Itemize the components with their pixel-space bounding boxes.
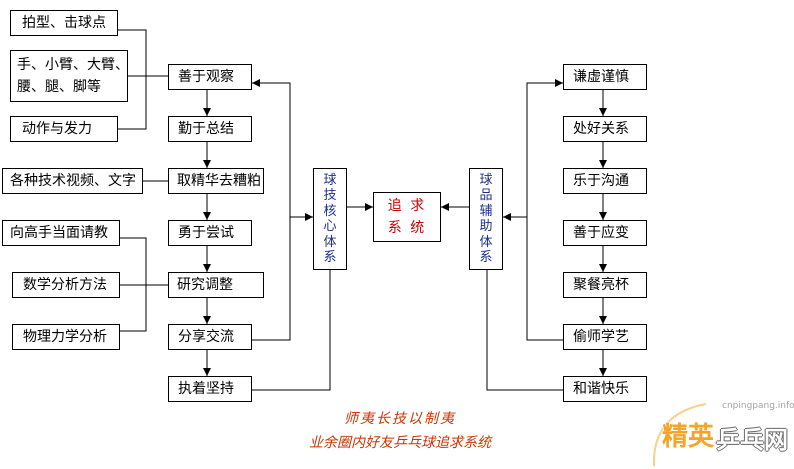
character-step-label: 善于应变 bbox=[573, 225, 629, 241]
caption-title: 业余圈内好友乒乓球追求系统 bbox=[309, 435, 491, 451]
skill-step-label: 善于观察 bbox=[178, 69, 234, 85]
input-body-parts-line-2: 腰、腿、脚等 bbox=[17, 79, 101, 95]
skill-step-label: 勇于尝试 bbox=[178, 225, 234, 241]
character-step-adapt: 善于应变 bbox=[563, 220, 647, 246]
input-motion-power-label: 动作与发力 bbox=[22, 121, 92, 137]
input-ask-experts: 向高手当面请教 bbox=[2, 220, 120, 246]
watermark-swoosh bbox=[652, 403, 707, 467]
bracket-technique-inputs bbox=[118, 29, 147, 130]
skill-step-persist: 执着坚持 bbox=[168, 376, 252, 402]
skill-step-refine: 取精华去糟粕 bbox=[168, 168, 264, 194]
skill-step-share: 分享交流 bbox=[168, 324, 252, 350]
input-motion-power: 动作与发力 bbox=[10, 116, 118, 142]
character-step-relations: 处好关系 bbox=[563, 116, 647, 142]
character-step-label: 和谐快乐 bbox=[573, 381, 629, 397]
skill-step-summarize: 勤于总结 bbox=[168, 116, 252, 142]
input-tech-videos: 各种技术视频、文字 bbox=[2, 168, 143, 194]
link-persist-to-skill-system bbox=[252, 270, 331, 391]
input-body-parts: 手、小臂、大臂、 腰、腿、脚等 bbox=[10, 50, 128, 102]
link-harmony-to-character-system bbox=[486, 270, 563, 391]
character-step-label: 谦虚谨慎 bbox=[573, 69, 629, 85]
character-step-harmony: 和谐快乐 bbox=[563, 376, 647, 402]
input-grip-contact-label: 拍型、击球点 bbox=[22, 15, 106, 31]
skill-step-adjust: 研究调整 bbox=[168, 272, 264, 298]
character-system-box: 球品辅助体系 bbox=[469, 168, 503, 270]
goal-system-box: 追 求 系 统 bbox=[373, 192, 441, 242]
skill-step-label: 取精华去糟粕 bbox=[177, 173, 261, 189]
character-step-learn: 偷师学艺 bbox=[563, 324, 647, 350]
skill-system-label: 球技核心体系 bbox=[323, 172, 337, 266]
goal-system-line-1: 追 求 bbox=[387, 198, 427, 214]
input-physics-analysis-label: 物理力学分析 bbox=[23, 329, 107, 345]
character-system-label: 球品辅助体系 bbox=[479, 172, 493, 266]
input-math-analysis-label: 数学分析方法 bbox=[23, 277, 107, 293]
caption-motto: 师夷长技以制夷 bbox=[344, 411, 456, 427]
input-grip-contact: 拍型、击球点 bbox=[10, 10, 118, 36]
arrow-share-loop-to-observe bbox=[252, 79, 291, 341]
character-step-communicate: 乐于沟通 bbox=[563, 168, 647, 194]
character-step-label: 聚餐亮杯 bbox=[573, 277, 629, 293]
character-step-label: 乐于沟通 bbox=[573, 173, 629, 189]
skill-step-label: 执着坚持 bbox=[178, 381, 234, 397]
skill-step-label: 勤于总结 bbox=[178, 121, 234, 137]
skill-step-label: 分享交流 bbox=[178, 329, 234, 345]
character-step-modest: 谦虚谨慎 bbox=[563, 64, 647, 90]
watermark-brand-left: 精英 bbox=[662, 422, 715, 452]
watermark-url: cnpingpang.info bbox=[722, 401, 794, 411]
skill-step-try: 勇于尝试 bbox=[168, 220, 252, 246]
character-step-label: 偷师学艺 bbox=[573, 329, 629, 345]
arrow-learn-loop-to-modest bbox=[526, 79, 563, 341]
goal-system-line-2: 系 统 bbox=[387, 220, 427, 236]
input-tech-videos-label: 各种技术视频、文字 bbox=[10, 173, 136, 189]
skill-system-box: 球技核心体系 bbox=[313, 168, 347, 270]
input-math-analysis: 数学分析方法 bbox=[12, 272, 120, 298]
skill-step-observe: 善于观察 bbox=[168, 64, 252, 90]
skill-step-label: 研究调整 bbox=[177, 277, 233, 293]
character-step-label: 处好关系 bbox=[573, 121, 629, 137]
character-step-dinner: 聚餐亮杯 bbox=[563, 272, 647, 298]
input-physics-analysis: 物理力学分析 bbox=[12, 324, 120, 350]
watermark-brand-right: 乒乓网 bbox=[716, 426, 788, 454]
input-body-parts-line-1: 手、小臂、大臂、 bbox=[17, 57, 128, 73]
input-ask-experts-label: 向高手当面请教 bbox=[10, 225, 108, 241]
